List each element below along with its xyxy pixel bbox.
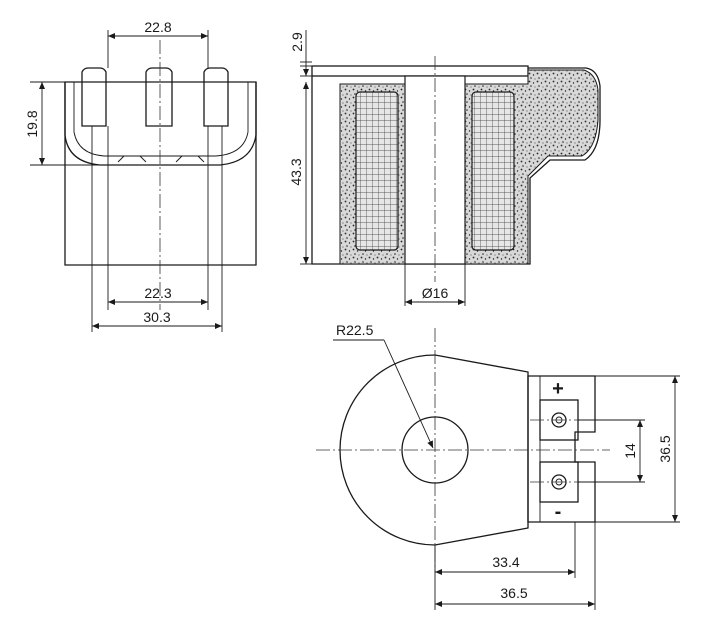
- section-housing-outline: [311, 67, 601, 265]
- front-tab-middle: [145, 67, 173, 127]
- plan-dim-radius-label: R22.5: [336, 322, 374, 338]
- plan-dim-center-edge-label: 33.4: [492, 554, 519, 570]
- section-dim-bore-label: Ø16: [422, 285, 449, 301]
- front-notch-right: [175, 155, 205, 163]
- section-dim-height-label: 43.3: [288, 158, 304, 185]
- plan-view: + - R22.5 14 36.5 33.4 36.5: [316, 322, 680, 610]
- plan-body-outline: [339, 354, 529, 546]
- section-dim-top-label: 2.9: [289, 32, 305, 52]
- front-body-outline: [64, 81, 257, 266]
- front-head-outline: [64, 82, 257, 166]
- front-dim-inner-label: 22.3: [144, 285, 171, 301]
- section-top-plate: [311, 65, 529, 77]
- front-dim-top-label: 22.8: [144, 19, 171, 35]
- section-coil-right: [471, 91, 515, 251]
- plan-dim-overall-label: 36.5: [500, 585, 527, 601]
- front-dim-outer-label: 30.3: [143, 309, 170, 325]
- front-view: 22.8 19.8 22.3 30.3: [24, 19, 257, 332]
- section-coil-left: [355, 91, 399, 251]
- plan-dim-pitch-label: 14: [622, 443, 638, 459]
- front-tab-left: [81, 67, 107, 127]
- section-view: 2.9 43.3 Ø16: [288, 30, 601, 306]
- plan-polarity-plus: +: [552, 378, 564, 400]
- front-notch-left: [117, 155, 147, 163]
- front-tab-right: [203, 67, 229, 127]
- plan-dim-height-label: 36.5: [657, 435, 673, 462]
- plan-polarity-minus: -: [555, 501, 562, 523]
- front-dim-height-label: 19.8: [24, 110, 40, 137]
